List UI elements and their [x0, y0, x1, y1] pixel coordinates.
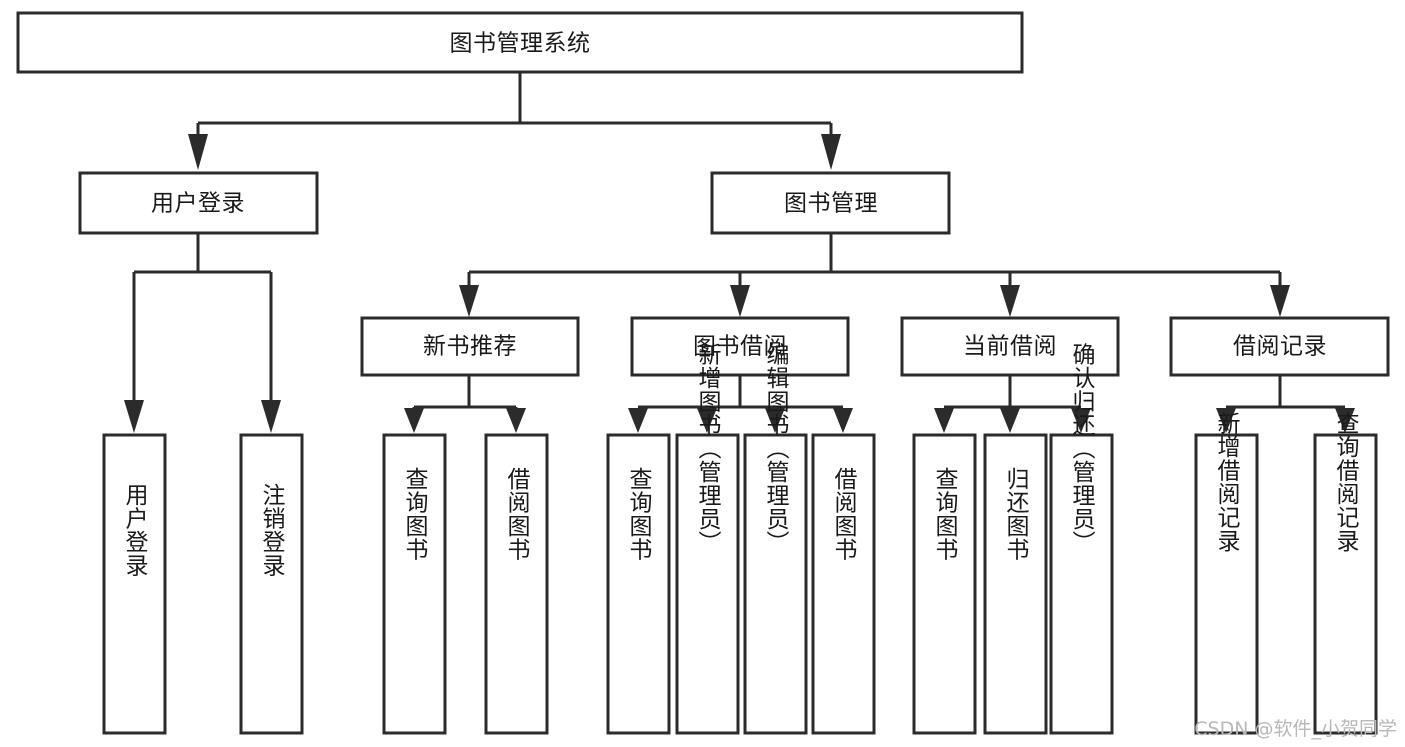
node-label-leaf-add-record: 新增借阅记录 — [1213, 412, 1241, 553]
connector-layer — [124, 72, 1355, 433]
arrowhead-leaf-add-book — [697, 408, 717, 433]
node-label-leaf-edit-book: 编辑图书（管理员） — [762, 342, 790, 554]
node-label-book-management: 图书管理 — [784, 191, 878, 217]
node-label-root: 图书管理系统 — [450, 31, 591, 57]
node-borrow-record[interactable]: 借阅记录 — [1169, 316, 1390, 377]
node-box-leaf-query-book-3[interactable] — [912, 433, 977, 735]
node-book-borrow[interactable]: 图书借阅 — [630, 316, 850, 377]
node-box-leaf-confirm-return[interactable] — [1049, 433, 1114, 735]
arrowhead-user-login — [188, 134, 208, 170]
node-book-management-system[interactable]: 图书管理系统 — [16, 11, 1024, 74]
node-box-leaf-user-logout[interactable] — [239, 433, 304, 735]
leaf-node-query-book-1[interactable]: 查询图书 — [382, 433, 447, 735]
arrowhead-leaf-borrow-book-2 — [833, 408, 853, 433]
node-book-management[interactable]: 图书管理 — [710, 171, 951, 235]
node-label-leaf-user-logout: 注销登录 — [258, 483, 286, 577]
leaf-node-borrow-book-1[interactable]: 借阅图书 — [484, 433, 549, 735]
node-label-current-borrow: 当前借阅 — [963, 334, 1057, 360]
leaf-node-return-book[interactable]: 归还图书 — [983, 433, 1048, 735]
leaf-node-query-book-2[interactable]: 查询图书 — [606, 433, 671, 735]
node-box-root[interactable] — [16, 11, 1024, 74]
node-box-leaf-borrow-book-1[interactable] — [484, 433, 549, 735]
arrowhead-leaf-confirm-return — [1071, 408, 1091, 433]
arrowhead-current-borrow — [1000, 285, 1020, 317]
leaf-node-confirm-return[interactable]: 确认归还（管理员） — [1049, 342, 1114, 735]
node-label-leaf-query-book-1: 查询图书 — [401, 467, 429, 561]
leaf-node-query-record[interactable]: 查询借阅记录 — [1313, 412, 1378, 735]
node-label-user-login: 用户登录 — [151, 191, 245, 217]
node-label-leaf-borrow-book-1: 借阅图书 — [503, 467, 531, 561]
arrowhead-leaf-query-book-1 — [404, 408, 424, 433]
arrowhead-book-borrow — [730, 285, 750, 317]
node-label-leaf-query-book-3: 查询图书 — [931, 467, 959, 561]
node-label-leaf-borrow-book-2: 借阅图书 — [830, 467, 858, 561]
node-box-borrow-record[interactable] — [1169, 316, 1390, 377]
arrowhead-leaf-user-logout — [261, 400, 281, 433]
node-label-book-borrow: 图书借阅 — [693, 334, 787, 360]
node-box-user-login[interactable] — [78, 171, 319, 235]
leaf-node-borrow-book-2[interactable]: 借阅图书 — [811, 433, 876, 735]
arrowhead-book-management — [821, 134, 841, 170]
node-label-leaf-query-record: 查询借阅记录 — [1332, 412, 1360, 553]
leaf-node-add-book[interactable]: 新增图书（管理员） — [675, 342, 740, 735]
node-box-new-book-recommend[interactable] — [360, 316, 580, 377]
arrowhead-leaf-add-record — [1216, 408, 1236, 433]
leaf-node-add-record[interactable]: 新增借阅记录 — [1194, 412, 1259, 735]
leaf-node-edit-book[interactable]: 编辑图书（管理员） — [743, 342, 808, 735]
node-label-leaf-user-login: 用户登录 — [121, 483, 149, 577]
node-box-leaf-user-login[interactable] — [102, 433, 167, 735]
leaf-node-user-login[interactable]: 用户登录 — [102, 433, 167, 735]
node-box-current-borrow[interactable] — [900, 316, 1120, 377]
node-box-leaf-return-book[interactable] — [983, 433, 1048, 735]
node-box-leaf-add-book[interactable] — [675, 433, 740, 735]
arrowhead-leaf-user-login — [124, 400, 144, 433]
arrowhead-borrow-record — [1270, 285, 1290, 317]
node-box-leaf-query-record[interactable] — [1313, 433, 1378, 735]
arrowhead-leaf-edit-book — [765, 408, 785, 433]
node-box-leaf-add-record[interactable] — [1194, 433, 1259, 735]
leaf-node-user-logout[interactable]: 注销登录 — [239, 433, 304, 735]
node-current-borrow[interactable]: 当前借阅 — [900, 316, 1120, 377]
node-label-leaf-confirm-return: 确认归还（管理员） — [1068, 342, 1096, 554]
node-user-login[interactable]: 用户登录 — [78, 171, 319, 235]
node-box-book-borrow[interactable] — [630, 316, 850, 377]
node-box-book-management[interactable] — [710, 171, 951, 235]
node-box-leaf-query-book-1[interactable] — [382, 433, 447, 735]
arrowhead-leaf-query-book-2 — [628, 408, 648, 433]
node-label-leaf-return-book: 归还图书 — [1002, 467, 1030, 561]
node-new-book-recommend[interactable]: 新书推荐 — [360, 316, 580, 377]
node-label-leaf-add-book: 新增图书（管理员） — [694, 342, 722, 554]
node-label-borrow-record: 借阅记录 — [1233, 334, 1327, 360]
node-box-leaf-borrow-book-2[interactable] — [811, 433, 876, 735]
arrowhead-leaf-borrow-book-1 — [506, 408, 526, 433]
leaf-node-query-book-3[interactable]: 查询图书 — [912, 433, 977, 735]
arrowhead-leaf-query-record — [1335, 408, 1355, 433]
arrowhead-new-book-recommend — [459, 285, 479, 317]
arrowhead-leaf-query-book-3 — [934, 408, 954, 433]
node-box-leaf-edit-book[interactable] — [743, 433, 808, 735]
node-label-leaf-query-book-2: 查询图书 — [625, 467, 653, 561]
node-box-leaf-query-book-2[interactable] — [606, 433, 671, 735]
node-label-new-book-recommend: 新书推荐 — [423, 334, 517, 360]
arrowhead-leaf-return-book — [1000, 408, 1020, 433]
